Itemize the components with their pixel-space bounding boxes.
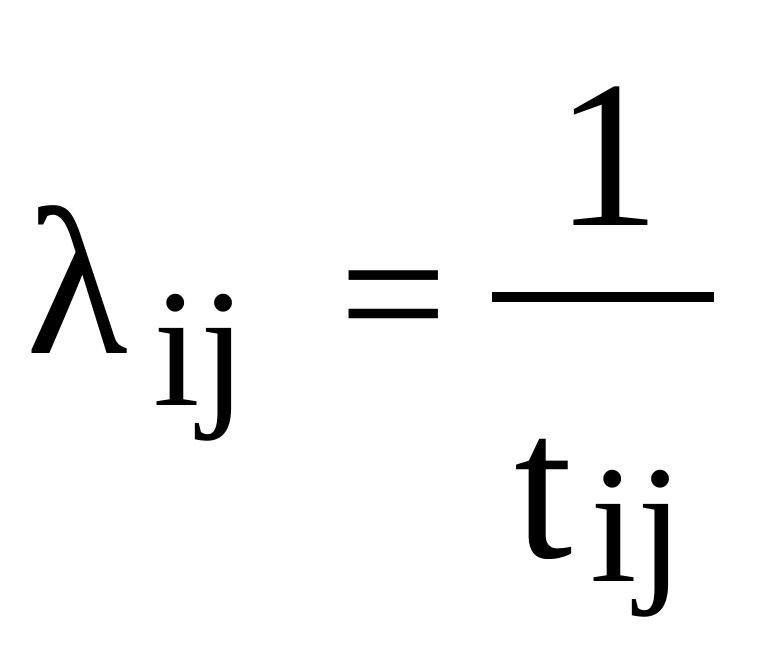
fraction-bar: [492, 292, 714, 302]
equals-sign: =: [339, 187, 448, 400]
lambda-subscript: ij: [153, 256, 247, 442]
fraction-numerator: 1: [555, 39, 660, 271]
denominator-symbol: t: [514, 371, 573, 603]
lambda-symbol: λ: [26, 167, 128, 399]
denominator-subscript: ij: [590, 432, 684, 618]
